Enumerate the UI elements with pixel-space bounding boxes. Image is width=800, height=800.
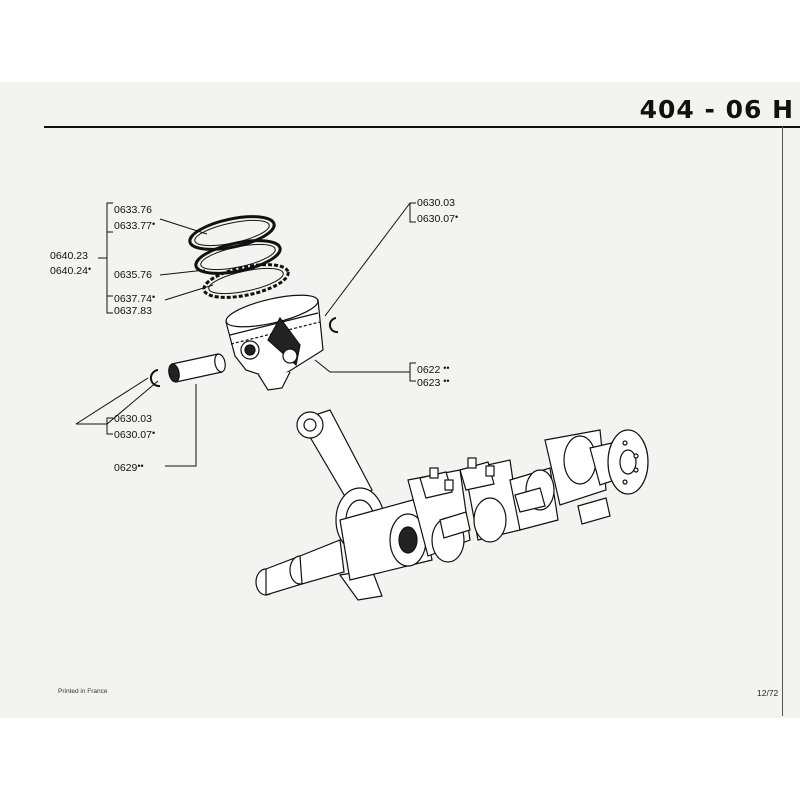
- ring-top: [188, 215, 276, 251]
- bracket-ring1: [106, 202, 113, 233]
- label-ring-oil-b: 0637.83: [114, 305, 152, 317]
- leader-piston: [314, 359, 410, 373]
- label-piston-a: 0622 ••: [417, 363, 450, 376]
- label-ring-middle: 0635.76: [114, 269, 152, 281]
- catalog-page-code: 404 - 06 H: [639, 95, 794, 124]
- header-rule: [44, 126, 800, 128]
- circlip-left: [149, 369, 161, 388]
- label-circlip-left-a: 0630.03: [114, 413, 152, 425]
- leader-ring2: [159, 269, 206, 276]
- label-circlip-right-b: 0630.07•: [417, 212, 459, 225]
- leader-pin: [165, 384, 197, 467]
- catalog-sheet: [0, 82, 800, 718]
- leader-circlip-right: [324, 202, 411, 317]
- label-ring-top-b: 0633.77•: [114, 219, 156, 232]
- ring-oil-inner: [208, 267, 284, 295]
- bracket-circlip-right: [409, 202, 416, 223]
- gudgeon-pin: [168, 353, 226, 383]
- leader-circlip-left-2: [75, 377, 149, 425]
- label-ring-oil-a: 0637.74•: [114, 292, 156, 305]
- label-ring-top-a: 0633.76: [114, 204, 152, 216]
- leader-circlip-left-3: [106, 380, 159, 425]
- crankshaft: [255, 429, 649, 596]
- circlip-right: [328, 317, 339, 334]
- bracket-circlip-left: [106, 417, 113, 435]
- label-gudgeon-pin: 0629••: [114, 461, 144, 474]
- piston: [225, 294, 324, 391]
- label-ringset-b: 0640.24•: [50, 264, 92, 277]
- bracket-piston: [409, 362, 416, 382]
- page-number: 12/72: [757, 688, 779, 698]
- label-piston-b: 0623 ••: [417, 376, 450, 389]
- piston-rings: [188, 215, 290, 299]
- printed-in-note: Printed in France: [58, 688, 108, 695]
- bracket-ring3: [106, 295, 113, 314]
- page-edge-rule: [782, 126, 783, 716]
- label-circlip-left-b: 0630.07•: [114, 428, 156, 441]
- leader-ring1: [159, 218, 208, 235]
- label-ringset-a: 0640.23: [50, 250, 88, 262]
- ring-middle: [194, 239, 282, 275]
- label-circlip-right-a: 0630.03: [417, 197, 455, 209]
